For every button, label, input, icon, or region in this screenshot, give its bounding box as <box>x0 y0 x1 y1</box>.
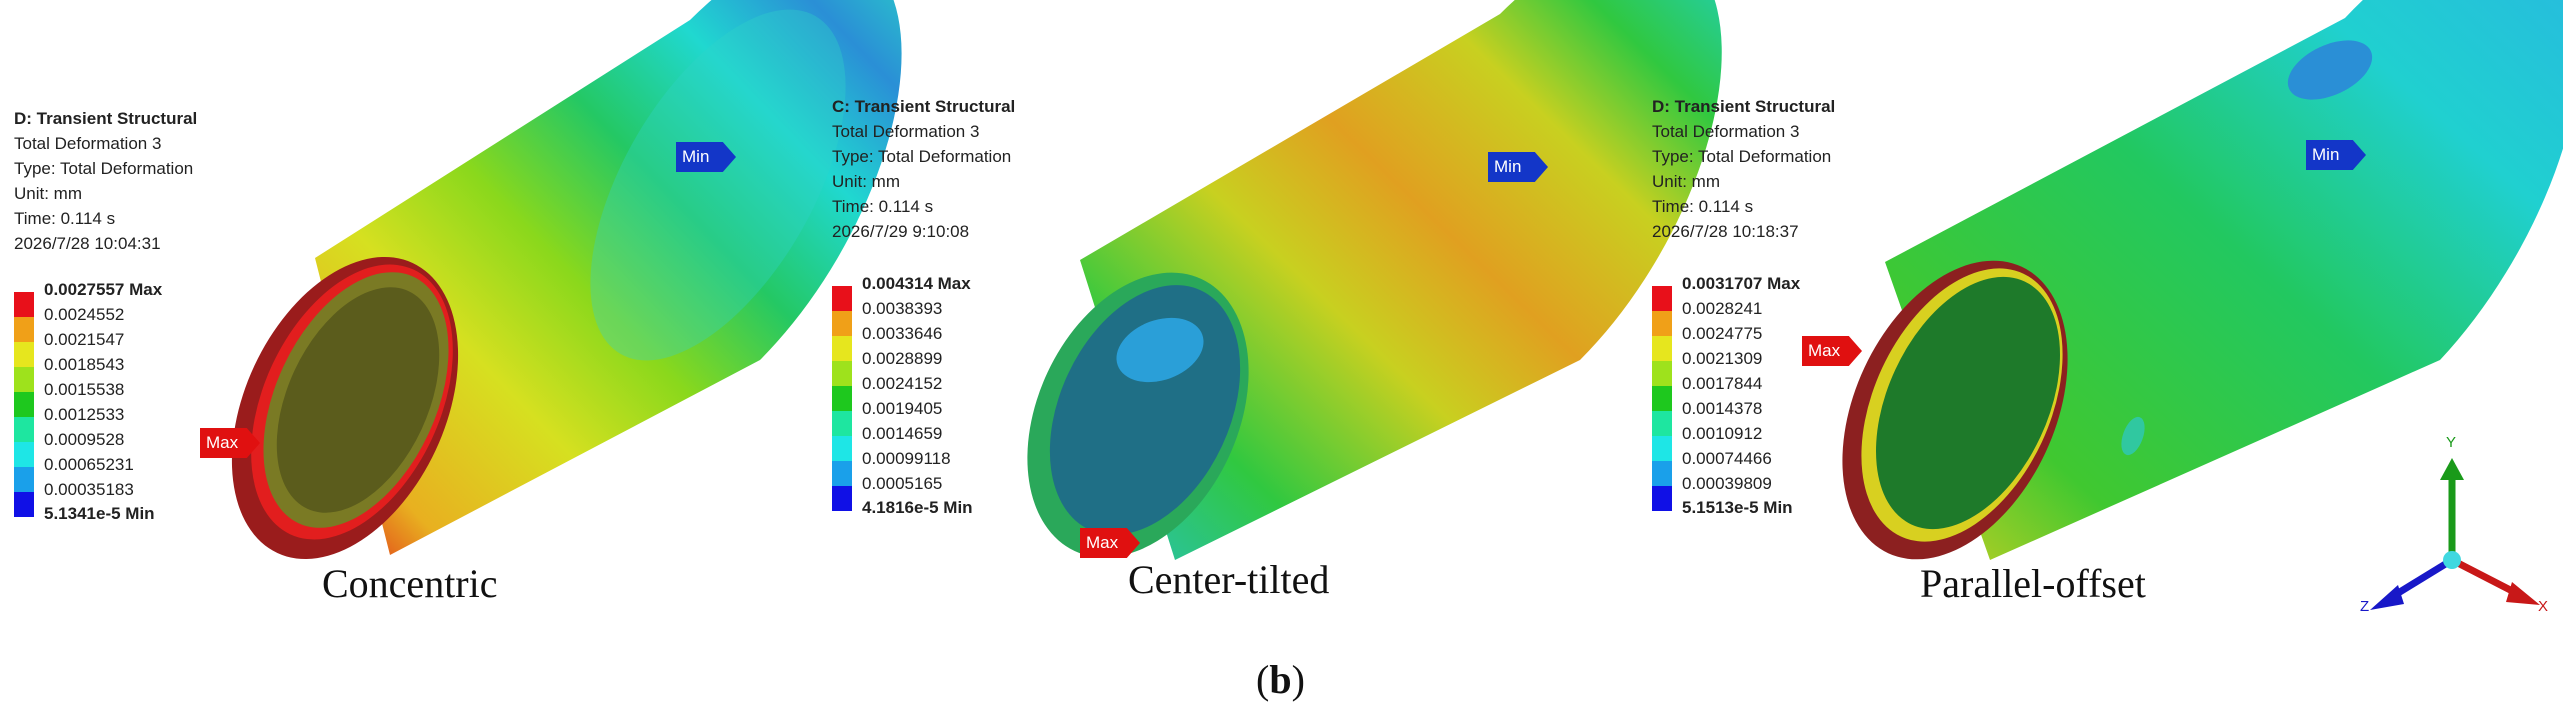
panel-2-legend-level: 0.00099118 <box>862 449 951 468</box>
panel-1-legend-level: 0.00035183 <box>44 480 134 499</box>
panel-1-legend-level: 0.0018543 <box>44 355 125 374</box>
panel-3-result: Total Deformation 3 <box>1652 122 1800 141</box>
panel-3-caption: Parallel-offset <box>1920 561 2146 606</box>
subfigure-label: (b) <box>1256 657 1305 702</box>
parallel-offset-cylinder <box>1842 0 2563 560</box>
panel-1-legend-level: 0.0012533 <box>44 405 125 424</box>
panel-2-legend-level: 0.0038393 <box>862 299 943 318</box>
panel-2-legend-min: 4.1816e-5 Min <box>862 498 973 517</box>
panel-2-max-tag: Max <box>1080 528 1140 558</box>
panel-3-type: Type: Total Deformation <box>1652 147 1832 166</box>
panel-2-unit: Unit: mm <box>832 172 900 191</box>
axis-label-x: X <box>2538 598 2549 615</box>
panel-1-legend-level: 0.0024552 <box>44 305 125 324</box>
panel-3-legend-level: 0.0021309 <box>1682 349 1763 368</box>
panel-2-legend-level: 0.0033646 <box>862 324 943 343</box>
axis-triad <box>2370 458 2540 610</box>
panel-1-legend-level: 0.00065231 <box>44 455 134 474</box>
panel-3-legend-level: 0.00074466 <box>1682 449 1772 468</box>
panel-1-min-tag: Min <box>676 142 736 172</box>
panel-2-legend-level: 0.0028899 <box>862 349 943 368</box>
panel-1-title: D: Transient Structural <box>14 109 198 128</box>
panel-3-legend-level: 0.0010912 <box>1682 424 1763 443</box>
panel-2-info: C: Transient Structural Total Deformatio… <box>832 94 1015 244</box>
panel-1-unit: Unit: mm <box>14 184 82 203</box>
panel-3-min-tag: Min <box>2306 140 2366 170</box>
panel-3-legend-level: 0.0024775 <box>1682 324 1763 343</box>
panel-1-legend-min: 5.1341e-5 Min <box>44 504 155 523</box>
panel-1-info: D: Transient Structural Total Deformatio… <box>14 106 197 256</box>
axis-label-y: Y <box>2446 434 2457 451</box>
panel-2-time: Time: 0.114 s <box>832 197 934 216</box>
concentric-cylinder <box>231 0 902 560</box>
panel-3-info: D: Transient Structural Total Deformatio… <box>1652 94 1835 244</box>
panel-2-legend-level: 0.0019405 <box>862 399 943 418</box>
panel-1-type: Type: Total Deformation <box>14 159 194 178</box>
panel-3-legend-level: 0.0028241 <box>1682 299 1763 318</box>
subfigure-letter: b <box>1269 657 1292 702</box>
panel-1-caption: Concentric <box>322 561 498 606</box>
panel-3-unit: Unit: mm <box>1652 172 1720 191</box>
panel-1-legend-max: 0.0027557 Max <box>44 280 163 299</box>
panel-2-legend-level: 0.0005165 <box>862 474 943 493</box>
panel-1-legend-level: 0.0021547 <box>44 330 125 349</box>
panel-3-legend-level: 0.00039809 <box>1682 474 1772 493</box>
center-tilted-cylinder <box>1027 0 1722 560</box>
panel-3-legend-level: 0.0014378 <box>1682 399 1763 418</box>
panel-1-legend-level: 0.0015538 <box>44 380 125 399</box>
panel-3-max-tag: Max <box>1802 336 1862 366</box>
panel-2-caption: Center-tilted <box>1128 557 1330 602</box>
panel-2-legend-level: 0.0014659 <box>862 424 943 443</box>
panel-3-time: Time: 0.114 s <box>1652 197 1754 216</box>
panel-1-date: 2026/7/28 10:04:31 <box>14 234 161 253</box>
panel-3-date: 2026/7/28 10:18:37 <box>1652 222 1799 241</box>
panel-2-min-tag: Min <box>1488 152 1548 182</box>
panel-3-legend-min: 5.1513e-5 Min <box>1682 498 1793 517</box>
panel-3-legend-max: 0.0031707 Max <box>1682 274 1801 293</box>
panel-2-result: Total Deformation 3 <box>832 122 980 141</box>
panel-1-time: Time: 0.114 s <box>14 209 116 228</box>
panel-1-legend-level: 0.0009528 <box>44 430 125 449</box>
panel-1-result: Total Deformation 3 <box>14 134 162 153</box>
panel-2-date: 2026/7/29 9:10:08 <box>832 222 970 241</box>
axis-label-z: Z <box>2360 598 2370 615</box>
panel-3-legend-level: 0.0017844 <box>1682 374 1763 393</box>
panel-2-title: C: Transient Structural <box>832 97 1016 116</box>
panel-2-legend-level: 0.0024152 <box>862 374 943 393</box>
panel-1-max-tag: Max <box>200 428 260 458</box>
panel-2-legend-max: 0.004314 Max <box>862 274 971 293</box>
panel-2-type: Type: Total Deformation <box>832 147 1012 166</box>
panel-3-title: D: Transient Structural <box>1652 97 1836 116</box>
